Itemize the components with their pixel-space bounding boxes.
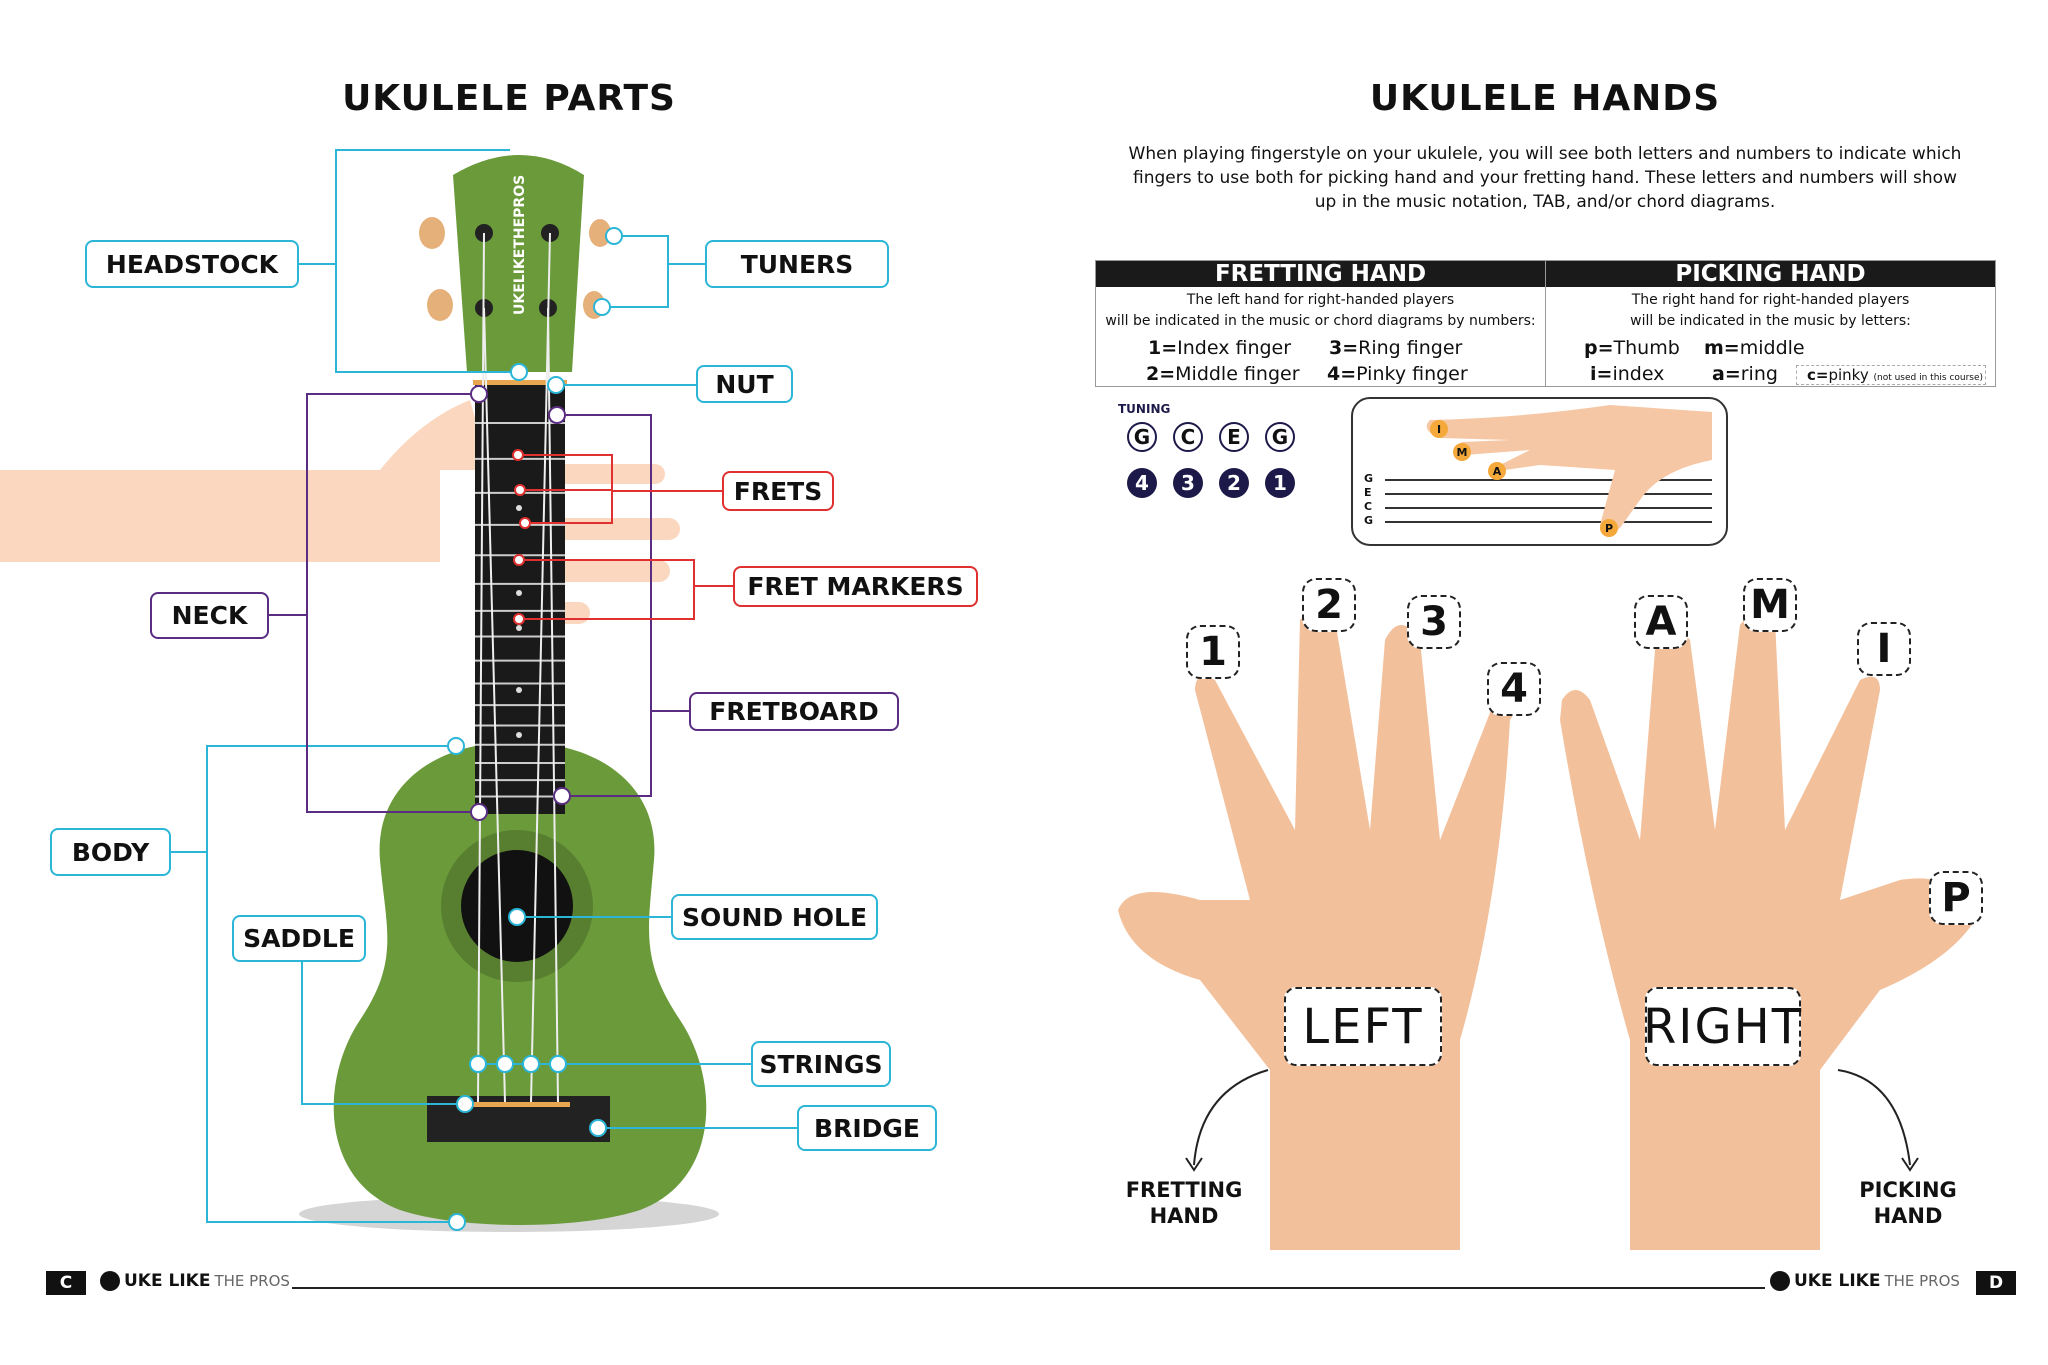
finger-label-1: 1 [1186,625,1240,679]
nut [473,380,567,385]
diagram-finger-m: M [1453,443,1471,461]
string-number: 1 [1265,468,1295,498]
label-tuners: TUNERS [705,240,889,288]
finger-label-p: P [1929,871,1983,925]
left-hand-illustration [1118,610,1525,1250]
right-hand-illustration [1560,611,1975,1250]
label-neck: NECK [150,592,269,639]
diagram-finger-i: I [1430,420,1448,438]
diagram-finger-a: A [1488,462,1506,480]
finger-label-2: 2 [1302,578,1356,632]
picking-item: i=index [1590,363,1665,385]
left-hand-label: LEFT [1284,987,1442,1066]
picking-desc-1: The right hand for right-handed players [1631,292,1910,308]
brand-logo-icon [1770,1271,1790,1291]
tuning-note: C [1173,422,1203,452]
headstock-brand: UKELIKETHEPROS [512,175,528,315]
right-hand-label: RIGHT [1643,987,1801,1066]
fret-marker [516,505,522,511]
label-fretboard: FRETBOARD [689,692,899,731]
page-letter-right: D [1976,1271,2016,1295]
finger-label-m: M [1743,578,1797,632]
strings [477,232,559,1103]
label-bridge: BRIDGE [797,1105,937,1151]
picking-item: m=middle [1704,337,1805,359]
finger-table: FRETTING HAND The left hand for right-ha… [1095,260,1996,387]
string-number: 4 [1127,468,1157,498]
saddle [470,1102,570,1107]
tuner-pegs [419,217,611,321]
ukulele-body [333,742,707,1225]
picking-hand-illustration [1426,405,1712,534]
label-nut: NUT [696,365,793,403]
fret-marker [516,687,522,693]
label-sound-hole: SOUND HOLE [671,894,878,940]
headstock [453,155,584,372]
picking-item: p=Thumb [1584,337,1680,359]
fretting-column: FRETTING HAND The left hand for right-ha… [1096,261,1545,386]
brand-logo-icon [100,1271,120,1291]
sound-hole [461,850,573,962]
page-title-hands: UKULELE HANDS [1369,78,1721,119]
string-number: 3 [1173,468,1203,498]
string-number: 2 [1219,468,1249,498]
diagram-finger-p: P [1600,519,1618,537]
picking-desc-2: will be indicated in the music by letter… [1630,313,1911,329]
fretting-item: 1=Index finger [1148,337,1292,359]
fretting-item: 3=Ring finger [1329,337,1463,359]
tuning-note: G [1127,422,1157,452]
label-frets: FRETS [722,471,834,511]
tuning-note: E [1219,422,1249,452]
page-letter-left: C [46,1271,86,1295]
intro-text: When playing fingerstyle on your ukulele… [1128,144,1962,212]
finger-label-a: A [1634,595,1688,649]
tuning-label: TUNING [1118,402,1171,416]
fret-marker [516,732,522,738]
fretting-desc-2: will be indicated in the music or chord … [1105,313,1536,329]
finger-label-3: 3 [1407,595,1461,649]
label-fret-markers: FRET MARKERS [733,566,978,607]
label-strings: STRINGS [751,1041,891,1087]
finger-label-4: 4 [1487,662,1541,716]
picking-header: PICKING HAND [1546,261,1995,287]
fretting-desc-1: The left hand for right-handed players [1186,292,1455,308]
page-title-parts: UKULELE PARTS [342,78,676,119]
fretting-header: FRETTING HAND [1096,261,1545,287]
holding-arm [0,400,680,624]
tuning-note: G [1265,422,1295,452]
label-saddle: SADDLE [232,915,366,962]
picking-item: a=ring [1712,363,1778,385]
label-headstock: HEADSTOCK [85,240,299,288]
fretting-item: 4=Pinky finger [1327,363,1468,385]
finger-label-i: I [1857,622,1911,676]
label-body: BODY [50,828,171,876]
fret-marker [516,590,522,596]
picking-column: PICKING HAND The right hand for right-ha… [1545,261,1995,386]
fret-marker [516,625,522,631]
fretting-item: 2=Middle finger [1146,363,1300,385]
picking-item-pinky: c=pinky (not used in this course) [1796,365,1987,385]
